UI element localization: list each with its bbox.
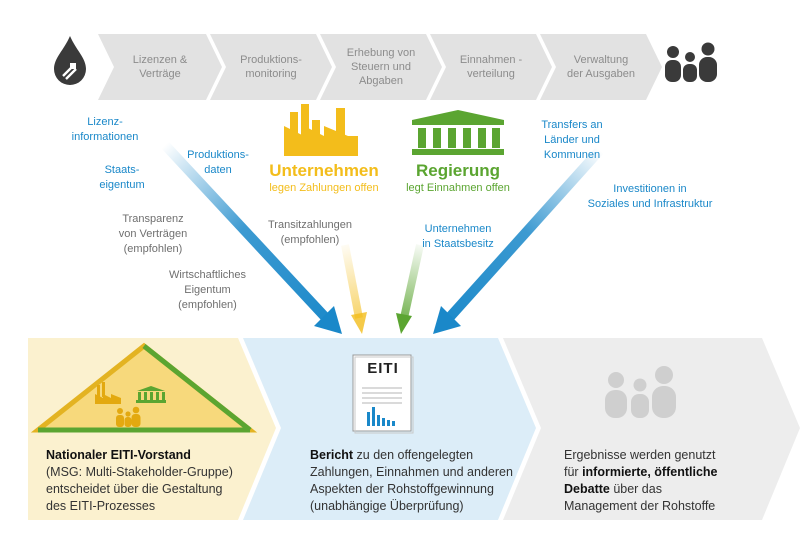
chevron-3 (320, 34, 442, 100)
arrow-yellow (341, 244, 367, 334)
label-license-info: Lizenz-informationen (71, 116, 139, 143)
chevron-2 (210, 34, 332, 100)
government-icon (412, 110, 504, 155)
eiti-document-icon (352, 354, 414, 434)
panel-report-text: Bericht zu den offengelegten Zahlungen, … (310, 448, 513, 513)
step-revenue-distribution: Einnahmen -verteilung (459, 54, 523, 80)
panel-msg-text: Nationaler EITI-Vorstand (MSG: Multi-Sta… (46, 448, 233, 513)
arrow-green (396, 244, 424, 334)
factory-icon (284, 104, 358, 156)
chevron-5 (540, 34, 662, 100)
companies-block: Unternehmen legen Zahlungen offen (254, 161, 394, 195)
companies-subtitle: legen Zahlungen offen (269, 182, 379, 194)
companies-title: Unternehmen (269, 161, 379, 180)
msg-people-icon (116, 406, 141, 427)
panel-results-bg (503, 338, 800, 520)
eiti-logo: EITI (367, 360, 399, 377)
step-licenses: Lizenzen &Verträge (132, 54, 188, 80)
label-state-ownership: Staats-eigentum (99, 164, 145, 191)
msg-triangle (30, 342, 258, 433)
step-production-monitoring: Produktions-monitoring (240, 54, 302, 80)
msg-title: Nationaler EITI-Vorstand (46, 448, 191, 462)
arrow-right-blue (433, 146, 604, 334)
arrow-left-blue (161, 141, 342, 334)
people-icon (665, 42, 717, 82)
government-subtitle: legt Einnahmen offen (406, 182, 510, 194)
results-people-icon (605, 366, 676, 418)
msg-factory-icon (95, 382, 121, 404)
msg-government-icon (136, 386, 166, 403)
government-title: Regierung (415, 161, 501, 180)
chevron-4 (430, 34, 552, 100)
government-block: Regierung legt Einnahmen offen (392, 161, 524, 195)
label-production-data: Produktions-daten (187, 149, 249, 176)
resource-drop-icon (54, 36, 86, 85)
label-transit-payments: Transitzahlungen(empfohlen) (268, 219, 352, 246)
panel-results-text: Ergebnisse werden genutzt für informiert… (564, 448, 718, 513)
chevron-1 (98, 34, 222, 100)
report-title: Bericht (310, 448, 354, 462)
